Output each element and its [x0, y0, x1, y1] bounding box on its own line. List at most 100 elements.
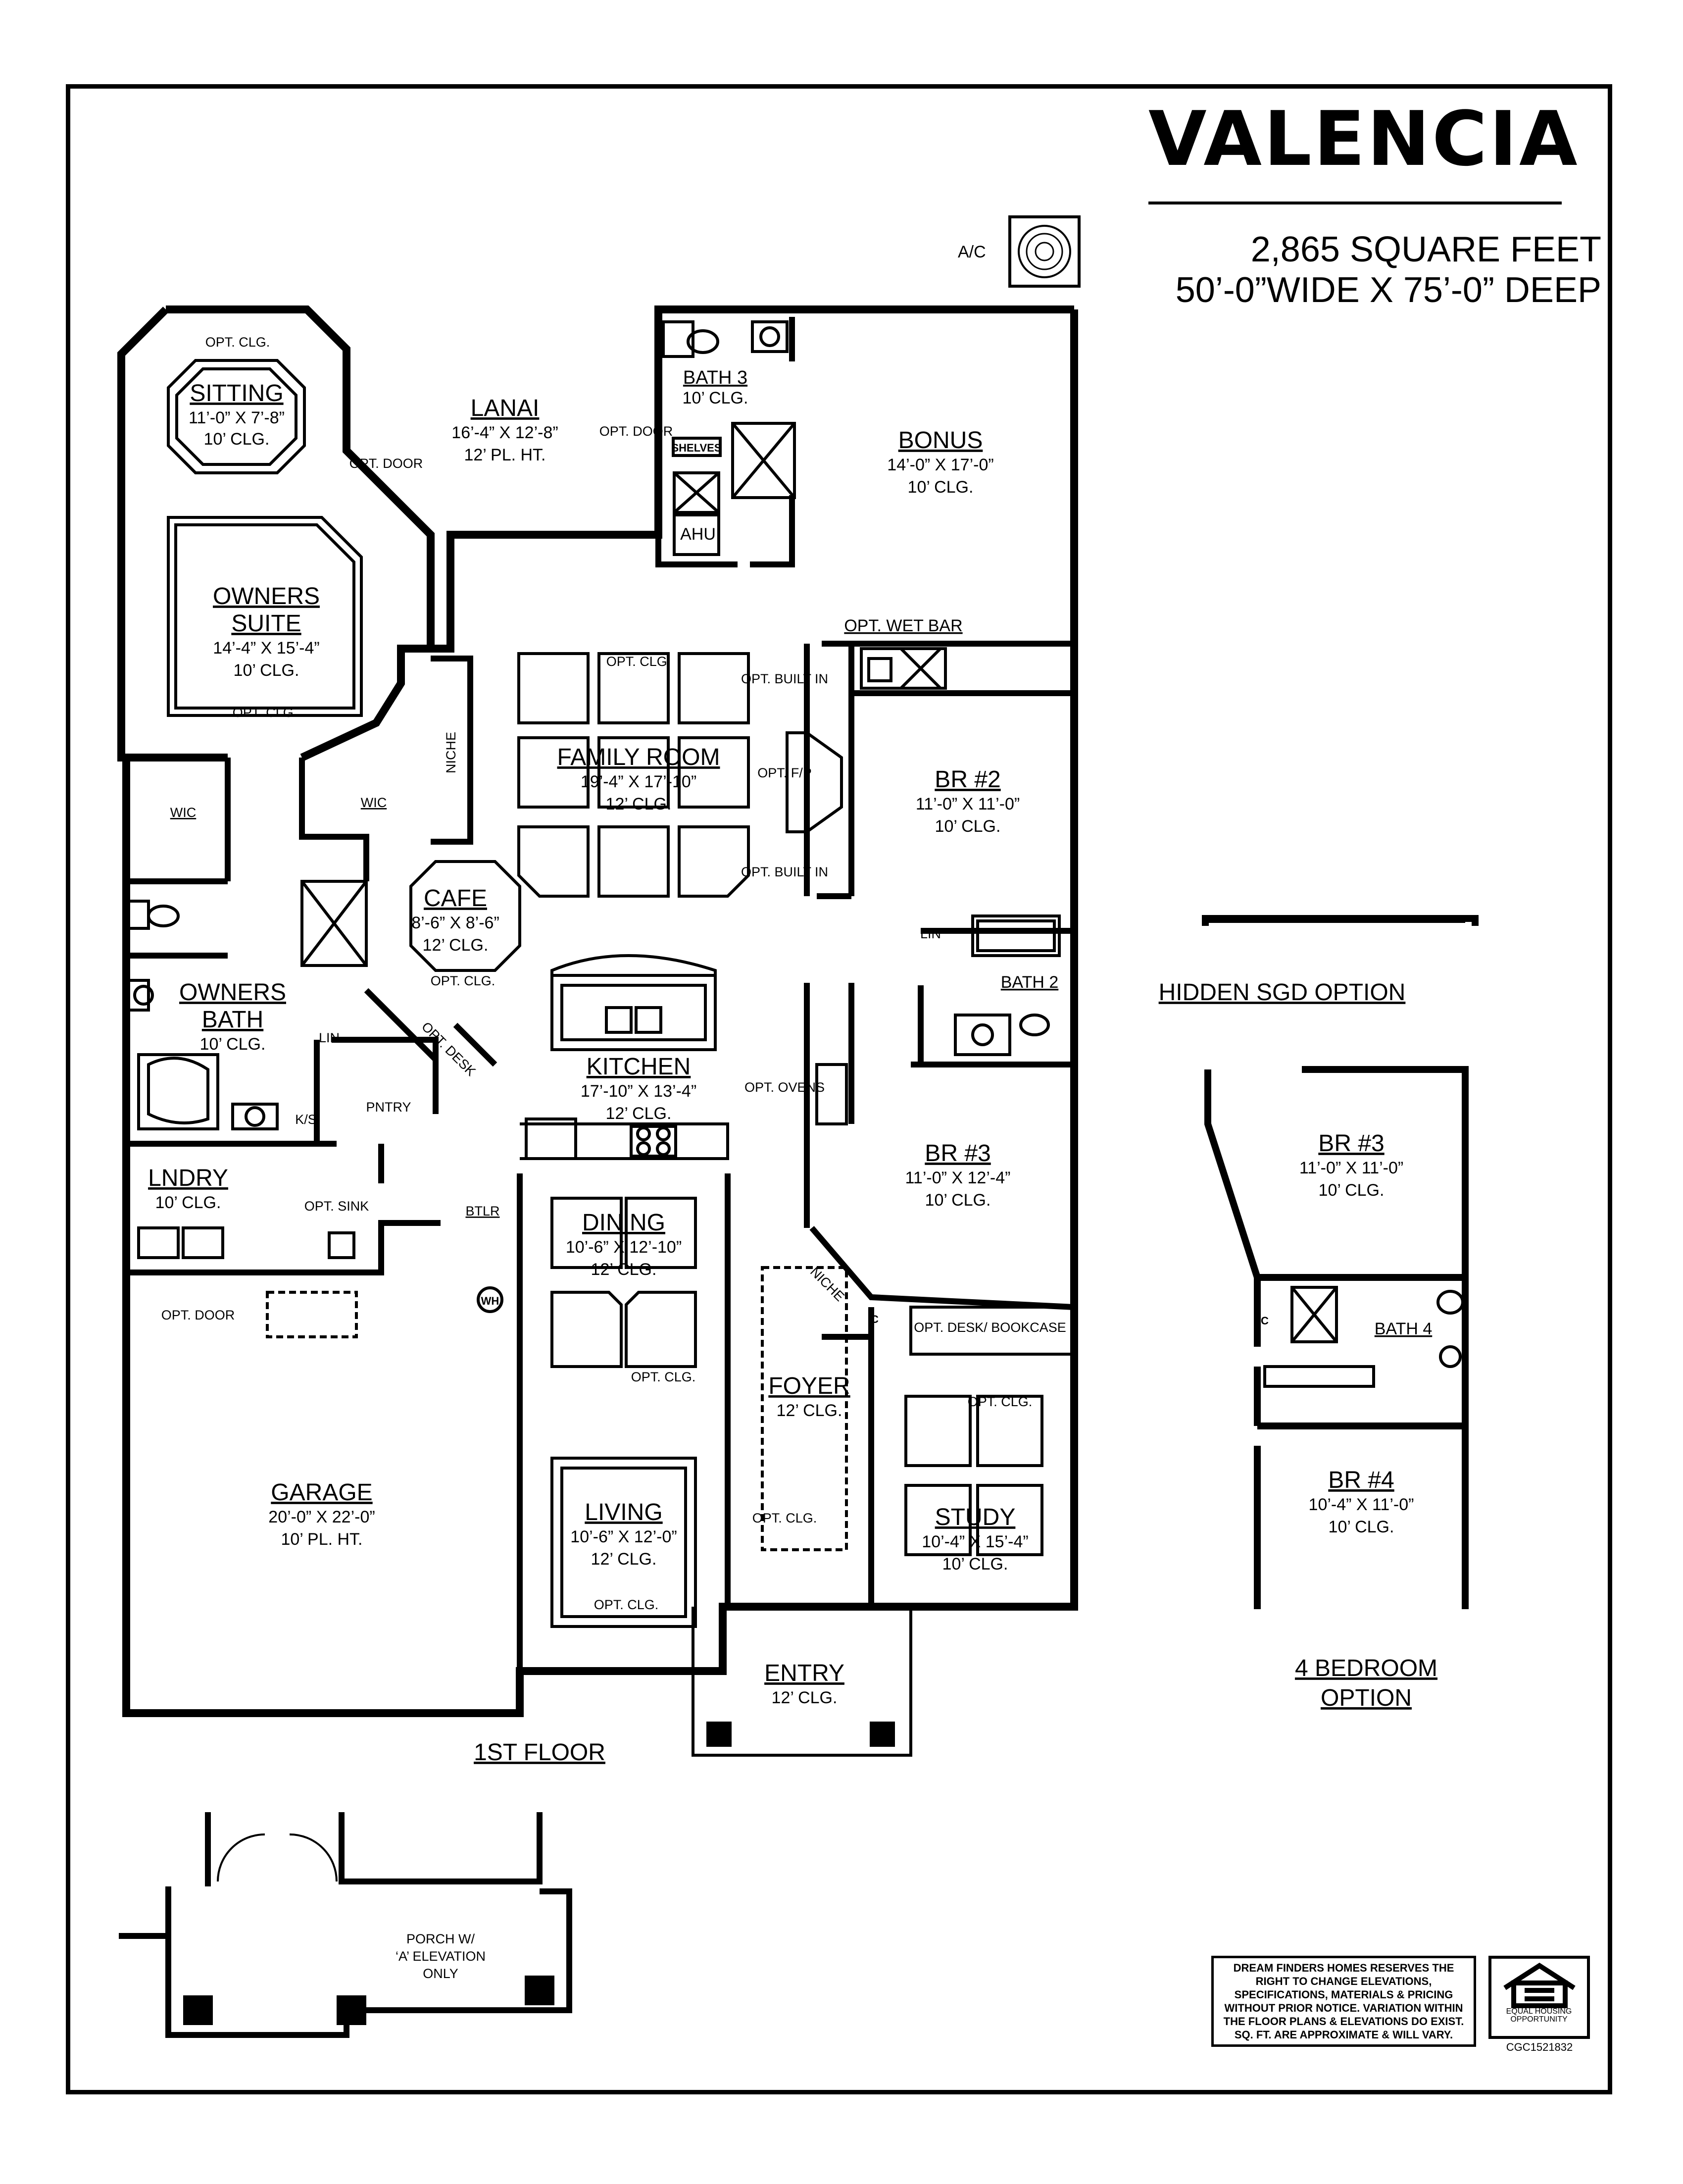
shelves-label: SHELVES — [671, 442, 721, 454]
entry-clg: 12’ CLG. — [772, 1688, 838, 1707]
opt-wet-bar-label: OPT. WET BAR — [844, 616, 962, 635]
lin-label: LIN — [920, 926, 941, 941]
cafe-tray — [409, 860, 521, 972]
opt-door-label: OPT. DOOR — [349, 456, 423, 471]
dining-clg: 12’ CLG. — [591, 1260, 657, 1279]
opt-ovens-label: OPT. OVENS — [744, 1080, 825, 1095]
sitting-dim: 11’-0” X 7’-8” — [189, 408, 285, 427]
ahu-label: AHU — [680, 525, 716, 544]
butler-label: BTLR — [465, 1204, 499, 1219]
first-floor-caption: 1ST FLOOR — [474, 1739, 605, 1766]
bath3-clg: 10’ CLG. — [683, 389, 748, 407]
family-room-clg: 12’ CLG. — [606, 795, 672, 813]
lanai-dim: 16’-4” X 12’-8” — [451, 423, 558, 442]
option-br3-name: BR #3 — [1318, 1130, 1384, 1157]
lanai-name: LANAI — [471, 395, 540, 421]
closet-c-label: C — [871, 1313, 879, 1325]
option-br3-clg: 10’ CLG. — [1319, 1181, 1385, 1200]
lin-label: LIN — [319, 1030, 340, 1045]
dining-name: DINING — [582, 1210, 665, 1236]
foyer-clg: 12’ CLG. — [777, 1401, 842, 1420]
owners-suite-name1: OWNERS — [213, 583, 320, 609]
cafe-clg: 12’ CLG. — [423, 936, 489, 955]
opt-clg-label: OPT. CLG. — [968, 1394, 1033, 1409]
porch-caption-1: PORCH W/ — [406, 1931, 475, 1946]
equal-housing-badge — [1488, 1956, 1590, 2039]
opt-fp-label: OPT. F/P — [757, 765, 812, 780]
four-bedroom-caption-2: OPTION — [1321, 1685, 1412, 1711]
br3-dim: 11’-0” X 12’-4” — [905, 1168, 1011, 1187]
ac-label: A/C — [958, 243, 986, 261]
opt-clg-label: OPT. CLG. — [431, 973, 495, 988]
bonus-name: BONUS — [898, 427, 983, 454]
cafe-dim: 8’-6” X 8’-6” — [411, 914, 499, 932]
opt-clg-label: OPT. CLG. — [631, 1370, 696, 1384]
study-dim: 10’-4” X 15’-4” — [922, 1532, 1028, 1551]
niche-label: NICHE — [444, 732, 458, 773]
cafe-name: CAFE — [424, 885, 487, 912]
opt-clg-label: OPT. CLG. — [233, 705, 297, 720]
br2-name: BR #2 — [935, 766, 1000, 793]
option-bath4-name: BATH 4 — [1375, 1320, 1433, 1338]
owners-suite-name2: SUITE — [231, 610, 301, 637]
opt-clg-label: OPT. CLG. — [606, 654, 671, 669]
owners-bath-clg: 10’ CLG. — [200, 1035, 266, 1054]
opt-built-in-label: OPT. BUILT IN — [741, 864, 828, 879]
owners-bath-name2: BATH — [202, 1007, 263, 1033]
garage-name: GARAGE — [271, 1479, 372, 1506]
laundry-clg: 10’ CLG. — [155, 1193, 221, 1212]
living-name: LIVING — [585, 1499, 662, 1525]
br2-dim: 11’-0” X 11’-0” — [916, 795, 1020, 813]
hidden-sgd-detail — [1202, 915, 1479, 926]
equal-housing-icon — [1503, 1963, 1576, 2008]
opt-door-label: OPT. DOOR — [161, 1308, 235, 1322]
opt-built-in-label: OPT. BUILT IN — [741, 671, 828, 686]
entry-name: ENTRY — [764, 1660, 844, 1686]
br3-clg: 10’ CLG. — [925, 1191, 991, 1210]
family-room-dim: 19’-4” X 17’-10” — [581, 772, 696, 791]
sitting-tray-outer — [167, 359, 306, 474]
opt-clg-label: OPT. CLG. — [205, 335, 270, 350]
ks-label: K/S — [295, 1112, 317, 1127]
option-br4-clg: 10’ CLG. — [1329, 1518, 1394, 1536]
option-br4-dim: 10’-4” X 11’-0” — [1309, 1495, 1414, 1514]
br3-name: BR #3 — [925, 1140, 990, 1167]
bath3-name: BATH 3 — [683, 367, 747, 388]
garage-dim: 20’-0” X 22’-0” — [268, 1508, 375, 1526]
opt-sink-label: OPT. SINK — [304, 1199, 369, 1214]
opt-clg-label: OPT. CLG. — [594, 1597, 659, 1612]
owners-suite-clg: 10’ CLG. — [234, 661, 299, 680]
owners-suite-dim: 14’-4” X 15’-4” — [213, 639, 319, 658]
study-name: STUDY — [935, 1504, 1016, 1530]
sitting-tray-inner — [175, 367, 297, 466]
laundry-name: LNDRY — [148, 1165, 228, 1191]
living-clg: 12’ CLG. — [591, 1550, 657, 1569]
kitchen-name: KITCHEN — [587, 1054, 691, 1080]
drawing-border — [66, 84, 1612, 2094]
kitchen-dim: 17’-10” X 13’-4” — [581, 1082, 696, 1101]
wic-label: WIC — [170, 805, 196, 820]
water-heater-label: WH — [481, 1295, 499, 1307]
bonus-dim: 14’-0” X 17’-0” — [887, 456, 993, 474]
four-bedroom-detail — [1204, 1066, 1469, 1609]
garage-clg: 10’ PL. HT. — [281, 1530, 362, 1549]
ac-unit — [1008, 215, 1081, 288]
sitting-clg: 10’ CLG. — [204, 430, 270, 449]
sitting-name: SITTING — [190, 380, 283, 406]
wic-label: WIC — [361, 795, 387, 810]
equal-housing-text: EQUAL HOUSING OPPORTUNITY — [1506, 2007, 1572, 2024]
bonus-clg: 10’ CLG. — [908, 478, 974, 497]
living-dim: 10’-6” X 12’-0” — [570, 1527, 677, 1546]
niche-label: NICHE — [807, 1264, 847, 1304]
bath2-name: BATH 2 — [1001, 973, 1059, 992]
pantry-label: PNTRY — [366, 1100, 411, 1115]
family-room-name: FAMILY ROOM — [557, 744, 720, 770]
owners-bath-name1: OWNERS — [179, 979, 286, 1006]
br2-clg: 10’ CLG. — [935, 817, 1001, 836]
license-number: CGC1521832 — [1506, 2041, 1573, 2053]
title-underline — [1148, 202, 1562, 204]
study-clg: 10’ CLG. — [942, 1555, 1008, 1574]
foyer-name: FOYER — [768, 1373, 850, 1399]
opt-desk-bookcase-label: OPT. DESK/ BOOKCASE — [914, 1320, 1066, 1335]
